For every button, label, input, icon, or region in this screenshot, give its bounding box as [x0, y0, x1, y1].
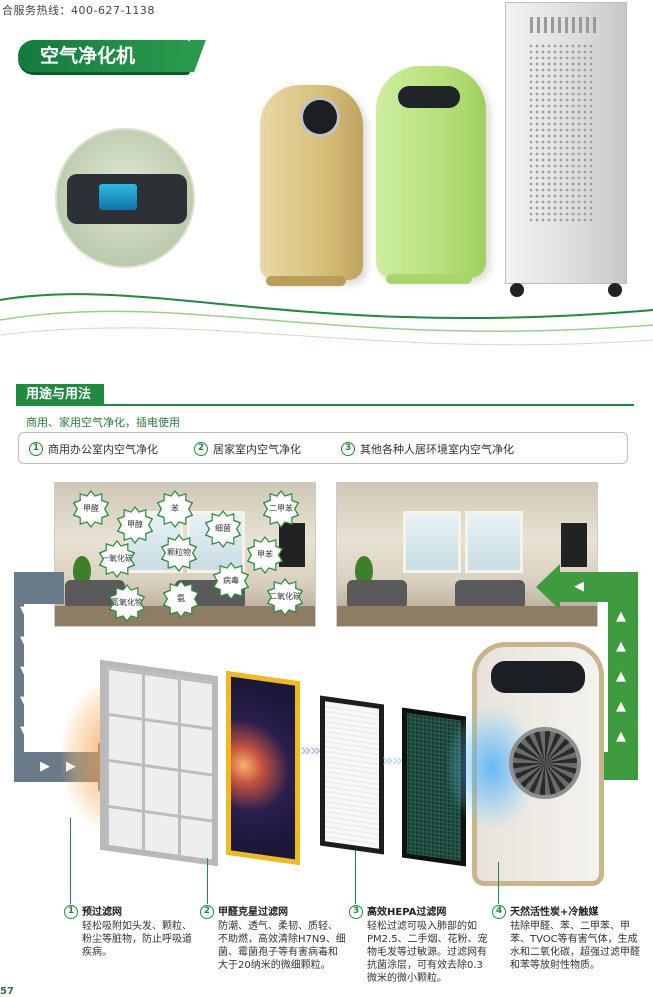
- pre-filter-image: [100, 659, 218, 867]
- filter-description: 防潮、透气、柔韧、质轻、不助燃，高效清除H7N9、细菌、霉菌孢子等有害病毒和大于…: [218, 921, 346, 971]
- usage-label: 居家室内空气净化: [213, 443, 301, 456]
- service-hotline: 合服务热线：400-627-1138: [2, 4, 155, 17]
- number-badge: 2: [194, 442, 208, 456]
- usage-label: 其他各种人居环境室内空气净化: [360, 443, 514, 456]
- filter-description: 轻松过滤可吸入肺部的如PM2.5、二手烟、花粉、宠物毛发等过敏源。过滤网有抗菌涂…: [367, 921, 488, 984]
- filter-caption: 2 甲醛克星过滤网 防潮、透气、柔韧、质轻、不助燃，高效清除H7N9、细菌、霉菌孢…: [200, 905, 346, 972]
- decorative-wave: [0, 293, 653, 346]
- arrow-left-icon: [536, 564, 560, 610]
- section-divider: [104, 404, 634, 406]
- page-number: 57: [0, 986, 14, 997]
- hepa-filter-image: [320, 695, 384, 855]
- filter-caption: 1 预过滤网 轻松吸附如头发、颗粒、粉尘等脏物，防止呼吸道疾病。: [64, 905, 194, 959]
- usage-item: 2 居家室内空气净化: [194, 441, 301, 457]
- arrow-down-icon: ▼: [20, 634, 30, 649]
- arrow-right-icon: ▶: [40, 759, 50, 774]
- arrow-down-icon: ▼: [20, 694, 30, 709]
- green-purifier-image: [376, 66, 486, 284]
- page-title: 空气净化机: [18, 40, 190, 72]
- usage-description: 商用、家用空气净化，插电使用: [26, 416, 180, 429]
- arrow-left-icon: ◀: [574, 579, 584, 594]
- arrow-down-icon: ▼: [20, 664, 30, 679]
- filter-description: 轻松吸附如头发、颗粒、粉尘等脏物，防止呼吸道疾病。: [82, 921, 192, 958]
- section-title: 用途与用法: [16, 384, 104, 406]
- arrow-up-icon: ▲: [616, 609, 626, 624]
- number-badge: 1: [29, 442, 43, 456]
- filter-title: 甲醛克星过滤网: [218, 906, 288, 918]
- filter-caption: 4 天然活性炭+冷触媒 祛除甲醛、苯、二甲苯、甲苯、TVOC等有害气体，生成水和二…: [492, 905, 642, 972]
- formaldehyde-filter-image: [226, 670, 300, 866]
- usage-item: 1 商用办公室内空气净化: [29, 441, 158, 457]
- gold-purifier-image: [260, 85, 363, 286]
- filter-title: 预过滤网: [82, 906, 122, 918]
- filter-title: 天然活性炭+冷触媒: [510, 906, 599, 918]
- arrow-up-icon: ▲: [616, 639, 626, 654]
- filter-caption: 3 高效HEPA过滤网 轻松过滤可吸入肺部的如PM2.5、二手烟、花粉、宠物毛发等…: [349, 905, 491, 985]
- usage-label: 商用办公室内空气净化: [48, 443, 158, 456]
- control-panel-closeup-image: [55, 128, 195, 268]
- arrow-down-icon: ▼: [20, 604, 30, 619]
- usage-list: 1 商用办公室内空气净化 2 居家室内空气净化 3 其他各种人居环境室内空气净化: [18, 432, 628, 464]
- arrow-up-icon: ▲: [616, 729, 626, 744]
- number-badge: 3: [341, 442, 355, 456]
- number-badge: 4: [492, 905, 506, 919]
- number-badge: 2: [200, 905, 214, 919]
- number-badge: 1: [64, 905, 78, 919]
- number-badge: 3: [349, 905, 363, 919]
- arrow-up-icon: ▲: [616, 669, 626, 684]
- filter-title: 高效HEPA过滤网: [367, 906, 447, 918]
- commercial-purifier-cabinet-image: [505, 2, 627, 297]
- arrow-up-icon: ▲: [616, 699, 626, 714]
- purifier-cutaway-image: [447, 642, 604, 886]
- arrow-down-icon: ▼: [20, 724, 30, 739]
- usage-item: 3 其他各种人居环境室内空气净化: [341, 441, 514, 457]
- filter-description: 祛除甲醛、苯、二甲苯、甲苯、TVOC等有害气体，生成水和二氧化碳，超强过滤甲醛和…: [510, 921, 640, 971]
